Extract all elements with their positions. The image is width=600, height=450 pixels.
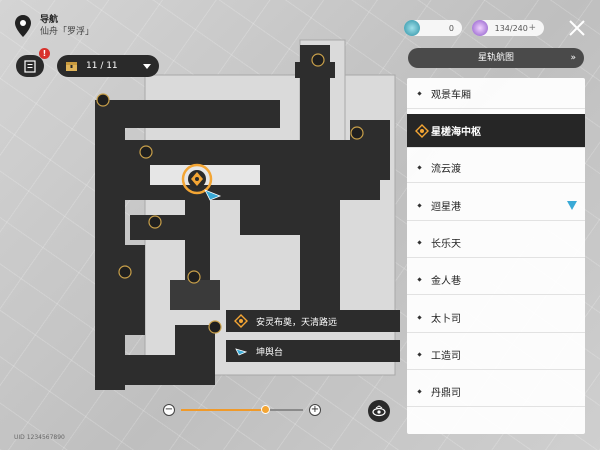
map-point-label[interactable]: 安灵布奠，天清路远 (226, 310, 400, 332)
eye-icon (372, 405, 386, 417)
location-label: 观景车厢 (431, 89, 471, 101)
location-item-active[interactable]: 星槎海中枢 (407, 114, 585, 148)
bullet-icon (417, 277, 422, 282)
location-item[interactable]: 流云渡 (407, 152, 585, 183)
space-anchor-icon (234, 314, 248, 328)
map-point-name: 坤舆台 (256, 347, 284, 358)
bullet-icon (417, 352, 422, 357)
bullet-icon (417, 315, 422, 320)
zoom-slider-track[interactable] (181, 405, 303, 414)
close-icon[interactable] (567, 18, 587, 38)
map-corridor (115, 245, 145, 335)
fuel-counter[interactable]: 0 (404, 20, 462, 36)
notebook-icon (24, 59, 36, 73)
star-rail-map-button[interactable]: 星轨航图 » (408, 48, 584, 68)
map-corridor (175, 325, 215, 385)
chest-count: 11 / 11 (86, 61, 118, 71)
zoom-out-button[interactable]: − (163, 404, 175, 416)
location-label: 丹鼎司 (431, 387, 461, 399)
bullet-icon (417, 91, 422, 96)
waypoint-marker (139, 145, 153, 159)
space-anchor-icon (415, 124, 429, 138)
location-item[interactable]: 观景车厢 (407, 78, 585, 109)
uid-watermark: UID 1234567890 (14, 434, 65, 441)
map-corridor (170, 280, 220, 310)
location-list[interactable]: 观景车厢 星槎海中枢 流云渡 迴星港 长乐天 金人巷 太卜司 工造司 丹鼎司 (407, 78, 585, 434)
double-chevron-right-icon: » (570, 53, 576, 63)
location-label: 星槎海中枢 (431, 127, 481, 138)
chevron-down-icon (143, 63, 151, 69)
map-corridor (295, 62, 335, 78)
bullet-icon (417, 165, 422, 170)
waypoint-marker (208, 320, 222, 334)
waypoint-marker (187, 270, 201, 284)
zoom-slider-fill (181, 409, 266, 411)
bullet-icon (417, 389, 422, 394)
waypoint-marker (96, 93, 110, 107)
bullet-icon (417, 203, 422, 208)
location-label: 金人巷 (431, 275, 461, 287)
map-corridor (240, 180, 310, 235)
map-corridor (300, 195, 340, 325)
map-point-label[interactable]: 坤舆台 (226, 340, 400, 362)
treasure-chest-dropdown[interactable]: 11 / 11 (57, 55, 159, 77)
location-item[interactable]: 迴星港 (407, 190, 585, 221)
player-marker-icon (235, 348, 248, 356)
bullet-icon (417, 240, 422, 245)
trailblaze-power-counter[interactable]: 134/240 + (472, 20, 544, 36)
map-corridor (95, 100, 280, 128)
fuel-value: 0 (448, 23, 454, 33)
location-item[interactable]: 太卜司 (407, 302, 585, 333)
map-view-toggle-button[interactable] (368, 400, 390, 422)
waypoint-marker (350, 126, 364, 140)
region-name: 仙舟「罗浮」 (40, 27, 95, 37)
notification-badge: ! (39, 48, 50, 59)
fuel-icon (404, 20, 420, 36)
treasure-chest-icon (66, 61, 77, 71)
location-label: 工造司 (431, 350, 461, 362)
location-label: 太卜司 (431, 313, 461, 325)
waypoint-marker (148, 215, 162, 229)
player-location-marker (204, 189, 222, 201)
zoom-in-button[interactable]: + (309, 404, 321, 416)
waypoint-marker (311, 53, 325, 67)
location-item[interactable]: 工造司 (407, 339, 585, 370)
location-item[interactable]: 金人巷 (407, 264, 585, 295)
location-label: 迴星港 (431, 201, 461, 213)
page-title: 导航 (40, 15, 59, 25)
active-anchor-marker (181, 163, 213, 195)
trailblaze-power-value: 134/240 (494, 23, 528, 33)
player-here-icon (567, 201, 577, 210)
map-point-name: 安灵布奠，天清路远 (256, 317, 338, 328)
location-label: 流云渡 (431, 163, 461, 175)
location-item[interactable]: 丹鼎司 (407, 376, 585, 407)
zoom-slider-handle[interactable] (261, 405, 271, 414)
add-power-icon[interactable]: + (528, 23, 536, 33)
star-rail-map-label: 星轨航图 (477, 53, 514, 63)
waypoint-marker (118, 265, 132, 279)
nav-header: 导航 仙舟「罗浮」 (14, 14, 94, 39)
map-pin-icon (15, 15, 31, 37)
location-item[interactable]: 长乐天 (407, 227, 585, 258)
location-label: 长乐天 (431, 238, 461, 250)
zoom-control[interactable]: − + (163, 403, 321, 417)
trailblaze-power-icon (472, 20, 488, 36)
quest-log-button[interactable]: ! (16, 48, 50, 77)
